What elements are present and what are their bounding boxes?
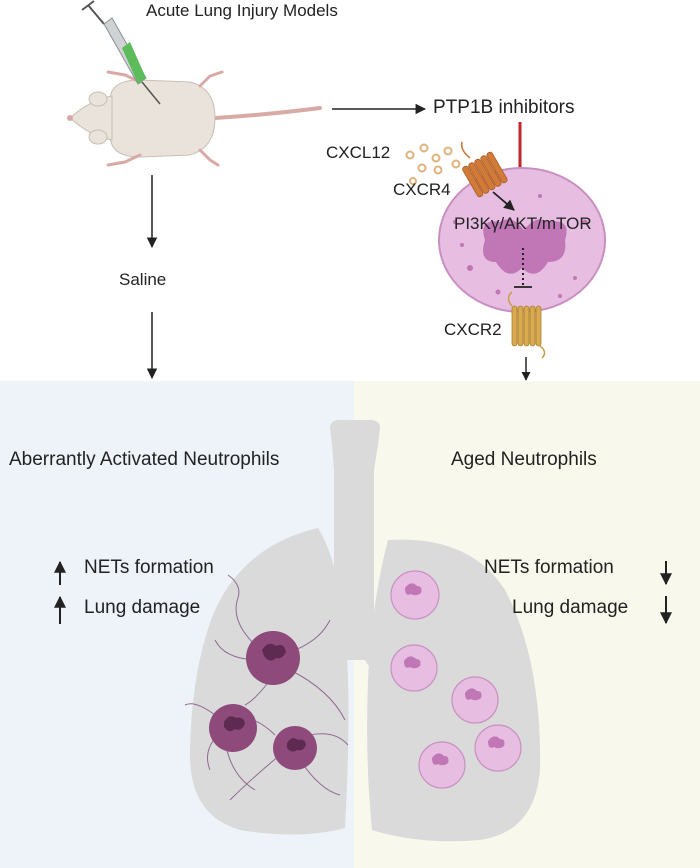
arrow-cxcr4-to-pathway — [492, 191, 515, 211]
neutrophil-icon — [438, 167, 606, 313]
right-effect-lung-damage: Lung damage — [512, 597, 629, 618]
cxcl12-label: CXCL12 — [326, 143, 391, 162]
receptor-cxcr2-icon — [507, 291, 546, 359]
chemokine-icon — [405, 143, 461, 185]
left-effect-lung-damage: Lung damage — [84, 597, 201, 618]
saline-label: Saline — [119, 270, 167, 289]
diagram-title: Acute Lung Injury Models — [146, 1, 338, 20]
right-panel-heading: Aged Neutrophils — [451, 449, 597, 470]
left-effect-nets: NETs formation — [84, 557, 214, 578]
ptp1b-inhibitors-label: PTP1B inhibitors — [433, 97, 575, 118]
aged-neutrophil-icon — [390, 570, 522, 789]
cxcr4-label: CXCR4 — [393, 180, 451, 199]
activated-neutrophil-icon — [209, 631, 317, 770]
cxcr2-label: CXCR2 — [444, 320, 502, 339]
right-effect-nets: NETs formation — [484, 557, 614, 578]
mouse-icon — [67, 70, 322, 167]
syringe-icon — [81, 0, 161, 105]
left-panel-heading: Aberrantly Activated Neutrophils — [9, 449, 280, 470]
pathway-label: PI3Kγ/AKT/mTOR — [454, 214, 592, 233]
receptor-cxcr4-icon — [460, 141, 508, 198]
